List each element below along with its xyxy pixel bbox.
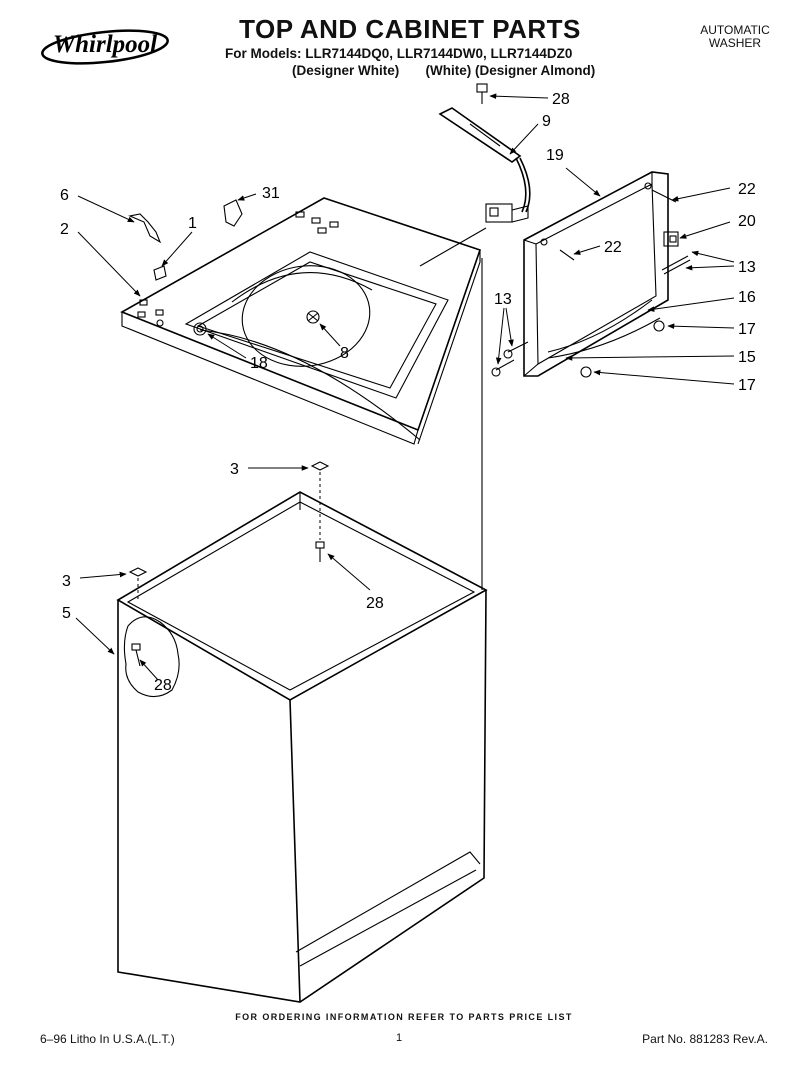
page-title: TOP AND CABINET PARTS <box>239 14 581 44</box>
callout-13-left: 13 <box>494 291 512 308</box>
callout-5: 5 <box>62 605 71 622</box>
callout-19: 19 <box>546 147 564 164</box>
callout-3-lower: 3 <box>62 573 71 590</box>
callout-18: 18 <box>250 355 268 372</box>
callout-leaders <box>75 93 735 681</box>
ordering-info: FOR ORDERING INFORMATION REFER TO PARTS … <box>235 1012 573 1022</box>
callout-8: 8 <box>340 345 349 362</box>
callout-28-cutaway: 28 <box>154 677 172 694</box>
model-variants: (Designer White) (White) (Designer Almon… <box>292 63 596 78</box>
callout-9: 9 <box>542 113 551 130</box>
callout-16: 16 <box>738 289 756 306</box>
wire-harness <box>438 83 531 223</box>
page-number: 1 <box>396 1032 403 1044</box>
brand-name: Whirlpool <box>52 31 158 58</box>
callout-labels: 28 9 19 22 20 13 16 17 15 17 22 13 6 31 … <box>60 91 756 694</box>
product-type-line1: AUTOMATIC <box>700 23 770 37</box>
callout-28-top: 28 <box>552 91 570 108</box>
product-type: AUTOMATIC WASHER <box>680 24 790 50</box>
callout-22-left: 22 <box>604 239 622 256</box>
litho-info: 6–96 Litho In U.S.A.(L.T.) <box>40 1032 175 1046</box>
console-panel <box>491 171 691 378</box>
callout-2: 2 <box>60 221 69 238</box>
callout-1: 1 <box>188 215 197 232</box>
small-parts <box>128 199 243 281</box>
callout-31: 31 <box>262 185 280 202</box>
cabinet <box>116 461 488 1003</box>
callout-28-cabinet: 28 <box>366 595 384 612</box>
callout-20: 20 <box>738 213 756 230</box>
part-number: Part No. 881283 Rev.A. <box>642 1032 768 1046</box>
washer-top <box>120 197 482 445</box>
callout-15: 15 <box>738 349 756 366</box>
model-list: For Models: LLR7144DQ0, LLR7144DW0, LLR7… <box>225 46 573 61</box>
whirlpool-logo-icon <box>41 29 169 65</box>
callout-17-upper: 17 <box>738 321 756 338</box>
callout-3-upper: 3 <box>230 461 239 478</box>
callout-17-lower: 17 <box>738 377 756 394</box>
product-type-line2: WASHER <box>708 36 762 50</box>
callout-6: 6 <box>60 187 69 204</box>
callout-22-right: 22 <box>738 181 756 198</box>
callout-13-right: 13 <box>738 259 756 276</box>
